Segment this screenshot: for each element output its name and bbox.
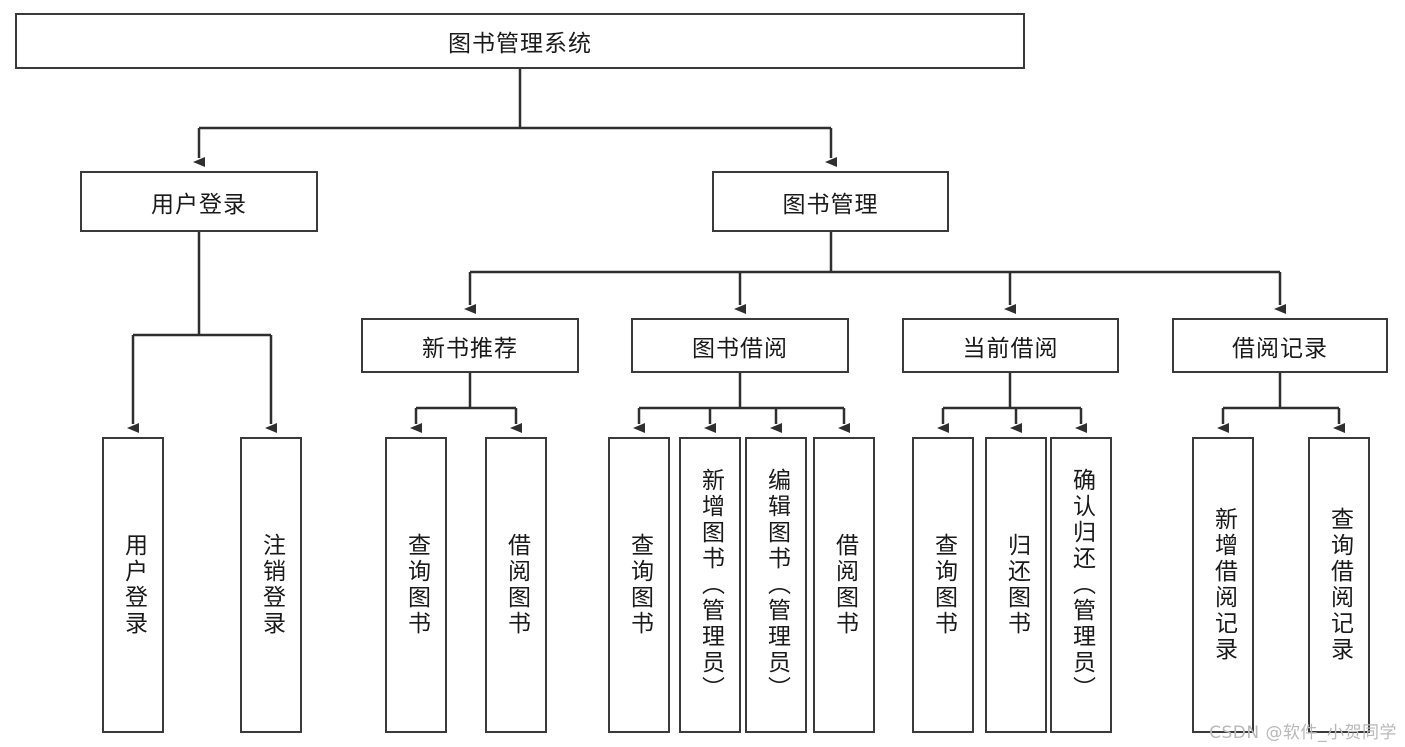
node-leaf-return-book[interactable]: 归还图书 [985, 437, 1047, 733]
node-leaf-edit-book[interactable]: 编辑图书（管理员） [745, 437, 807, 733]
node-leaf-add-book[interactable]: 新增图书（管理员） [679, 437, 741, 733]
node-book-borrow-label: 图书借阅 [692, 335, 788, 362]
node-leaf-user-login[interactable]: 用户登录 [102, 437, 164, 733]
node-leaf-query-book-3[interactable]: 查询图书 [912, 437, 974, 733]
node-leaf-query-book-2-label: 查询图书 [626, 533, 653, 637]
node-leaf-borrow-book-2[interactable]: 借阅图书 [813, 437, 875, 733]
node-root-label: 图书管理系统 [448, 31, 592, 57]
node-book-management[interactable]: 图书管理 [712, 171, 949, 232]
node-root[interactable]: 图书管理系统 [15, 13, 1025, 69]
node-user-login-label: 用户登录 [151, 191, 247, 218]
node-book-borrow[interactable]: 图书借阅 [631, 318, 849, 373]
node-leaf-query-book-1-label: 查询图书 [403, 533, 430, 637]
node-leaf-return-book-label: 归还图书 [1003, 533, 1030, 637]
node-leaf-query-book-2[interactable]: 查询图书 [608, 437, 670, 733]
node-borrow-record[interactable]: 借阅记录 [1172, 318, 1388, 373]
node-user-login[interactable]: 用户登录 [80, 171, 318, 232]
node-leaf-confirm-return-label: 确认归还（管理员） [1068, 468, 1095, 702]
node-leaf-borrow-book-2-label: 借阅图书 [831, 533, 858, 637]
node-leaf-user-logout[interactable]: 注销登录 [240, 437, 302, 733]
node-book-management-label: 图书管理 [782, 191, 879, 218]
node-leaf-borrow-book-1-label: 借阅图书 [503, 533, 530, 637]
node-leaf-user-login-label: 用户登录 [120, 533, 147, 637]
node-leaf-confirm-return[interactable]: 确认归还（管理员） [1050, 437, 1112, 733]
node-leaf-query-book-1[interactable]: 查询图书 [385, 437, 447, 733]
node-leaf-user-logout-label: 注销登录 [258, 533, 285, 637]
node-new-book-recommend[interactable]: 新书推荐 [361, 318, 579, 373]
node-leaf-edit-book-label: 编辑图书（管理员） [763, 468, 790, 702]
node-new-book-recommend-label: 新书推荐 [422, 335, 518, 362]
node-leaf-query-book-3-label: 查询图书 [930, 533, 957, 637]
node-leaf-query-borrow-record-label: 查询借阅记录 [1326, 507, 1353, 663]
node-current-borrow[interactable]: 当前借阅 [902, 318, 1119, 373]
csdn-watermark: CSDN @软件_小贺同学 [1209, 723, 1397, 743]
node-leaf-borrow-book-1[interactable]: 借阅图书 [485, 437, 547, 733]
node-leaf-add-borrow-record[interactable]: 新增借阅记录 [1192, 437, 1254, 733]
node-borrow-record-label: 借阅记录 [1232, 335, 1328, 362]
node-current-borrow-label: 当前借阅 [962, 335, 1059, 362]
node-leaf-query-borrow-record[interactable]: 查询借阅记录 [1308, 437, 1370, 733]
node-leaf-add-borrow-record-label: 新增借阅记录 [1210, 507, 1237, 663]
node-leaf-add-book-label: 新增图书（管理员） [697, 468, 724, 702]
